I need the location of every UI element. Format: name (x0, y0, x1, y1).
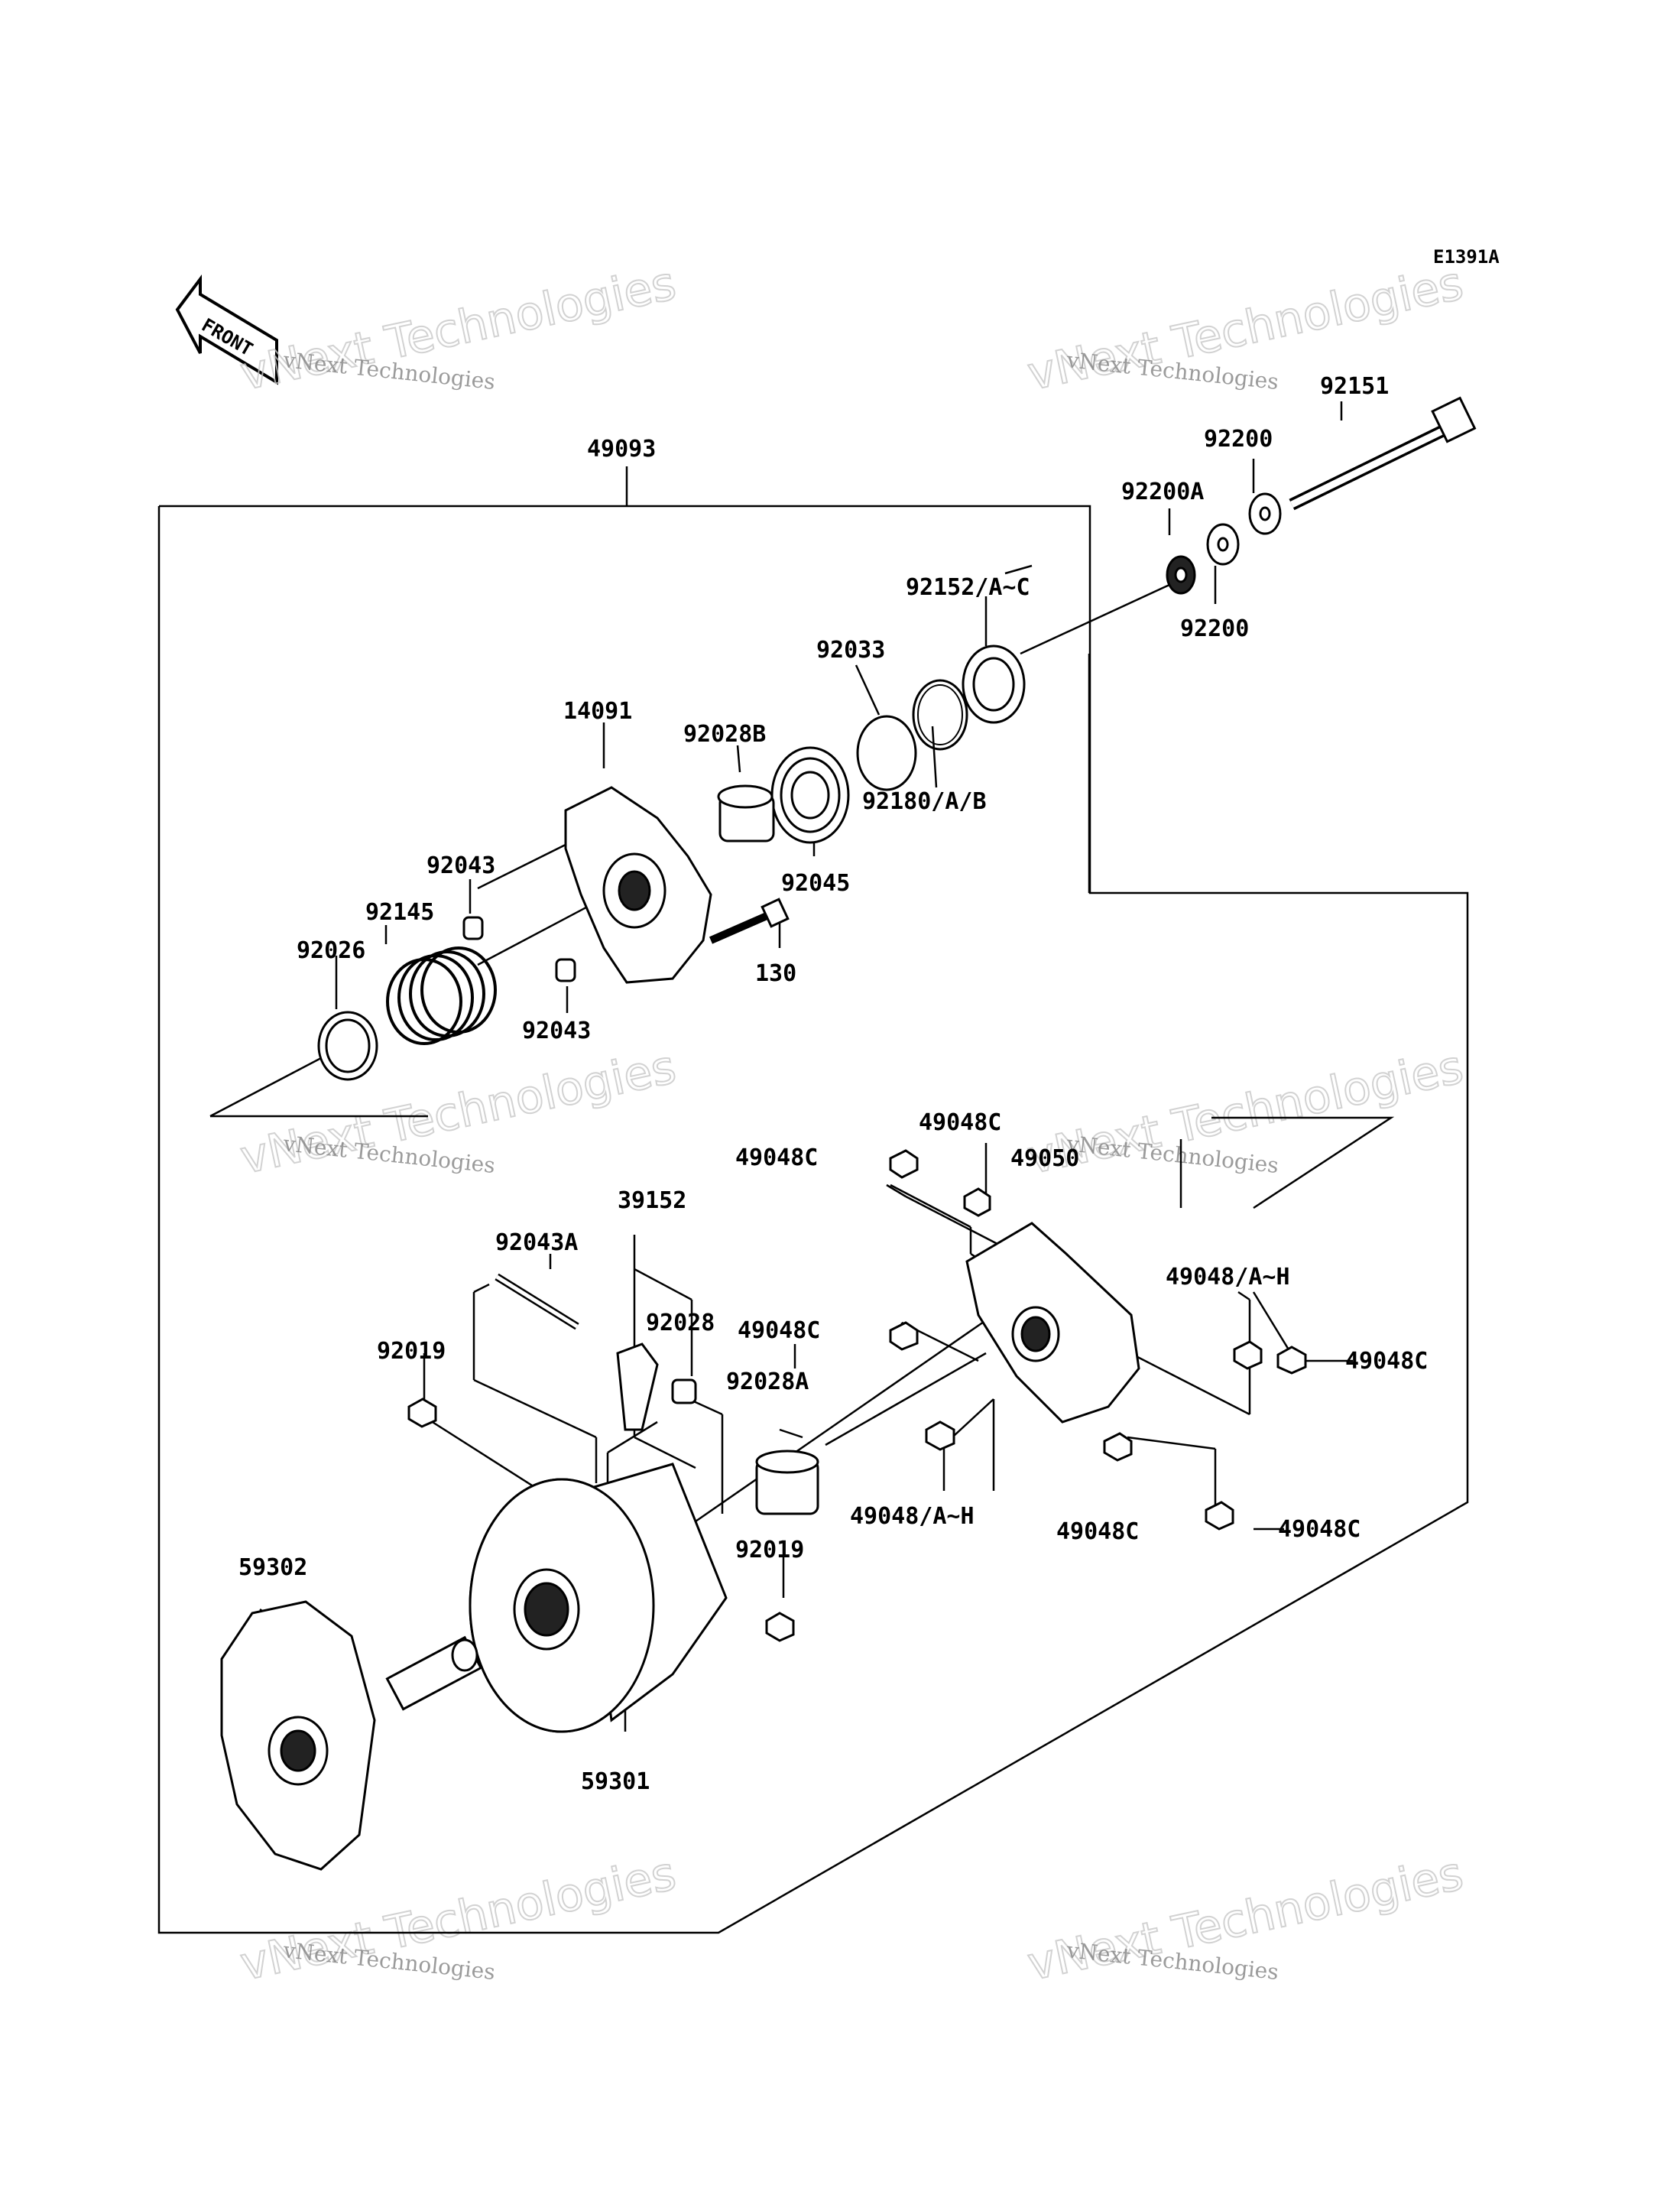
label-39152: 39152 (618, 1187, 686, 1214)
watermark: vNext Technologies vNext Technologies (1023, 256, 1469, 402)
label-49050: 49050 (1010, 1145, 1079, 1172)
label-92028B: 92028B (683, 721, 766, 748)
part-nut (889, 1149, 919, 1179)
label-49048C: 49048C (1345, 1348, 1428, 1375)
label-92180-a-b: 92180/A/B (862, 788, 987, 815)
label-130: 130 (755, 960, 796, 987)
label-92145: 92145 (365, 899, 434, 926)
watermark: vNext Technologies vNext Technologies (235, 1040, 682, 1186)
label-92200: 92200 (1204, 426, 1273, 453)
label-49048C: 49048C (738, 1317, 820, 1344)
label-92019: 92019 (377, 1338, 446, 1365)
label-49048-a-h: 49048/A~H (850, 1503, 975, 1530)
part-nut (925, 1420, 955, 1451)
part-130-bolt (709, 898, 790, 944)
watermark: vNext Technologies vNext Technologies (1023, 1846, 1469, 1992)
part-49050-cam (965, 1222, 1140, 1424)
part-92152-collar (962, 644, 1026, 724)
label-92200: 92200 (1180, 615, 1249, 642)
label-49048C: 49048C (1278, 1516, 1361, 1543)
part-14091-spider (564, 786, 712, 984)
part-92200-washer (1248, 492, 1282, 535)
part-92028B-bushing (717, 784, 775, 843)
label-59301: 59301 (581, 1768, 650, 1795)
watermark: vNext Technologies vNext Technologies (235, 1846, 682, 1992)
part-92200-washer (1206, 523, 1240, 566)
watermark: vNext Technologies vNext Technologies (1023, 1040, 1469, 1186)
part-nut (1233, 1340, 1263, 1370)
part-92019-nut (407, 1398, 437, 1428)
label-92033: 92033 (816, 637, 885, 664)
diagram-code: E1391A (1433, 246, 1500, 268)
assembly-outline (157, 466, 1469, 1934)
part-92200A-washer (1166, 555, 1196, 595)
part-92180-ring (912, 679, 968, 751)
label-92152-a-c: 92152/A~C (906, 574, 1030, 601)
part-nut (889, 1321, 919, 1351)
label-49048C: 49048C (919, 1109, 1001, 1136)
part-labels: 49093 92151 92200 92200A 92200 92152/A~C… (238, 373, 1428, 1795)
part-92028-roller (671, 1378, 697, 1404)
label-92043: 92043 (522, 1018, 591, 1044)
part-92045-bearing (770, 746, 850, 844)
label-92043A: 92043A (495, 1229, 578, 1256)
part-39152-arm (616, 1343, 659, 1431)
label-92151: 92151 (1320, 373, 1389, 400)
label-92200A: 92200A (1121, 479, 1204, 505)
part-nut (1103, 1432, 1133, 1462)
label-49048C: 49048C (735, 1144, 818, 1171)
part-92028A-bushing (755, 1450, 819, 1515)
label-92028A: 92028A (726, 1368, 809, 1395)
label-14091: 14091 (563, 698, 632, 725)
front-arrow-icon: FRONT (175, 274, 278, 385)
part-59301-sheave (469, 1463, 728, 1733)
part-92033-ring (856, 715, 917, 791)
part-92026-washer (317, 1011, 378, 1081)
label-59302: 59302 (238, 1554, 307, 1581)
part-92019-nut (765, 1612, 795, 1642)
part-nut (1276, 1346, 1307, 1375)
label-49048C: 49048C (1056, 1518, 1139, 1545)
watermark: vNext Technologies vNext Technologies (235, 256, 682, 402)
part-nut (963, 1187, 991, 1217)
label-92019: 92019 (735, 1537, 804, 1563)
part-92043-pin (555, 958, 576, 982)
label-49048-a-h: 49048/A~H (1166, 1264, 1290, 1291)
label-92026: 92026 (297, 937, 365, 964)
part-92043A-pin (495, 1273, 579, 1330)
label-92028: 92028 (646, 1310, 715, 1336)
leader-lines (209, 401, 1395, 1732)
part-92151-bolt (1289, 396, 1477, 511)
label-92045: 92045 (781, 870, 850, 897)
part-nut (1205, 1501, 1234, 1531)
label-92043: 92043 (426, 852, 495, 879)
part-92043-pin (462, 916, 484, 940)
part-59302-sheave (220, 1600, 483, 1871)
label-49093: 49093 (587, 436, 656, 463)
part-92145-spring (386, 946, 497, 1045)
